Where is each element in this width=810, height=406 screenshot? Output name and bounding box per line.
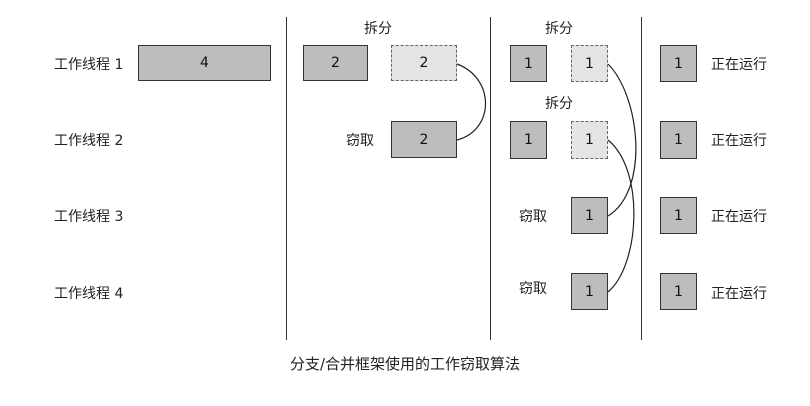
thread-label-1: 工作线程 1: [54, 57, 124, 73]
task-box-t2-split-stage2: 1: [571, 121, 608, 159]
steal-curve-stage2-t4: [607, 139, 635, 293]
thread-label-2: 工作线程 2: [54, 133, 124, 149]
status-running-2: 正在运行: [711, 133, 767, 149]
task-box-t1-running: 1: [660, 45, 697, 82]
split-label-stage1: 拆分: [364, 21, 392, 37]
thread-label-4: 工作线程 4: [54, 286, 124, 302]
task-box-t4-running: 1: [660, 273, 697, 310]
split-label-stage2-top: 拆分: [545, 21, 573, 37]
figure-caption: 分支/合并框架使用的工作窃取算法: [289, 355, 521, 373]
task-box-t1-stage1: 2: [303, 45, 368, 81]
task-box-t1-split-stage1: 2: [391, 45, 457, 81]
status-running-4: 正在运行: [711, 286, 767, 302]
task-box-t1-split-stage2: 1: [571, 45, 608, 82]
thread-label-3: 工作线程 3: [54, 209, 124, 225]
status-running-3: 正在运行: [711, 209, 767, 225]
stage-divider-2: [490, 17, 491, 340]
steal-label-stage2-t3: 窃取: [519, 209, 547, 225]
steal-curve-stage1: [456, 63, 487, 141]
status-running-1: 正在运行: [711, 57, 767, 73]
steal-label-stage2-t4: 窃取: [519, 281, 547, 297]
stage-divider-3: [641, 17, 642, 340]
steal-curve-stage2-t3: [607, 63, 637, 217]
task-box-t4-stage2: 1: [571, 273, 608, 310]
task-box-t2-running: 1: [660, 121, 697, 159]
split-label-stage2-mid: 拆分: [545, 96, 573, 112]
task-box-t1-stage2: 1: [510, 45, 547, 82]
task-box-t2-stage2: 1: [510, 121, 547, 159]
task-box-t2-stage1: 2: [391, 121, 457, 158]
stage-divider-1: [286, 17, 287, 340]
task-box-initial: 4: [138, 45, 271, 81]
task-box-t3-stage2: 1: [571, 197, 608, 234]
steal-label-stage1: 窃取: [346, 133, 374, 149]
task-box-t3-running: 1: [660, 197, 697, 234]
